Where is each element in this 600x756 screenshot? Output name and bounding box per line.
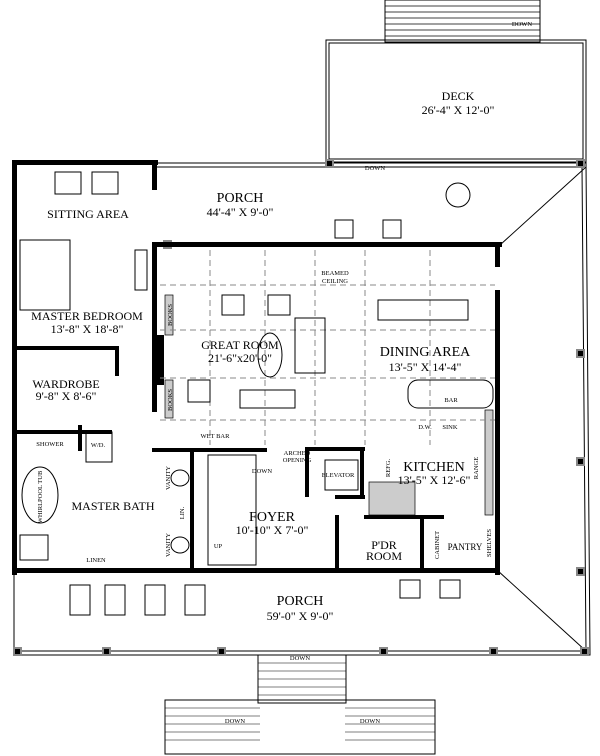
sitting-area-name: SITTING AREA: [47, 207, 129, 221]
whirlpool-tub-label: WHIRLPOOL TUB: [37, 470, 44, 523]
foyer-size: 10'-10" X 7'-0": [236, 523, 309, 537]
master-bedroom-name: MASTER BEDROOM: [31, 309, 143, 323]
bar-label: BAR: [444, 397, 458, 404]
front-porch-down-label: DOWN: [290, 655, 311, 662]
sink-label: SINK: [442, 424, 457, 431]
stairs-down-right-label: DOWN: [360, 718, 381, 725]
wardrobe-name: WARDROBE: [32, 377, 99, 391]
wardrobe-size: 9'-8" X 8'-6": [36, 389, 97, 403]
porch-rear-name: PORCH: [217, 191, 264, 206]
linen-label: LINEN: [86, 557, 106, 564]
master-bath-name: MASTER BATH: [71, 499, 154, 513]
shower-label: SHOWER: [36, 441, 64, 448]
foyer-stairs-down-label: DOWN: [252, 468, 273, 475]
range-label: RANGE: [473, 457, 480, 479]
ceiling-label: CEILING: [322, 278, 348, 285]
washer-dryer-label: W/D.: [91, 442, 106, 449]
vanity-label-bottom: VANITY: [165, 533, 172, 557]
fixture-labels: BEAMED CEILING BOOKS BOOKS WET BAR ARCHE…: [36, 270, 493, 564]
pdr-room-name-2: ROOM: [366, 549, 402, 563]
great-room-size: 21'-6"x20'-0": [208, 351, 272, 365]
opening-label: OPENING: [283, 457, 312, 464]
refrigerator-label: REFG.: [385, 459, 392, 478]
cabinet-label: CABINET: [434, 531, 441, 559]
room-labels: PORCH 44'-4" X 9'-0" SITTING AREA MASTER…: [31, 191, 483, 623]
vanity-label-top: VANITY: [165, 466, 172, 490]
porch-rear-size: 44'-4" X 9'-0": [207, 205, 274, 219]
great-room-name: GREAT ROOM: [201, 338, 279, 352]
dining-area-name: DINING AREA: [380, 345, 471, 360]
wet-bar-label: WET BAR: [201, 433, 231, 440]
pantry-name: PANTRY: [448, 542, 483, 552]
beamed-ceiling-lines: [160, 250, 495, 445]
deck: DOWN DECK 26'-4" X 12'-0" DOWN: [325, 0, 587, 208]
deck-size: 26'-4" X 12'-0": [422, 103, 495, 117]
beamed-label: BEAMED: [321, 270, 349, 277]
dishwasher-label: D.W.: [418, 424, 432, 431]
porch-front-size: 59'-0" X 9'-0": [267, 609, 334, 623]
kitchen-size: 13'-5" X 12'-6": [398, 473, 471, 487]
books-label-bottom: BOOKS: [167, 389, 174, 411]
kitchen-name: KITCHEN: [403, 460, 464, 475]
books-label-top: BOOKS: [167, 304, 174, 326]
lin-label: LIN.: [179, 506, 186, 519]
foyer-name: FOYER: [249, 510, 296, 525]
master-bedroom-size: 13'-8" X 18'-8": [51, 322, 124, 336]
elevator-label: ELEVATOR: [322, 472, 355, 479]
porch-outlines: [13, 159, 591, 656]
exterior-walls: [12, 160, 502, 575]
interior-walls: [17, 294, 494, 570]
deck-name: DECK: [442, 89, 475, 103]
deck-stairs-down-label: DOWN: [512, 21, 533, 28]
stairs-up-label: UP: [214, 543, 223, 550]
shelves-label: SHELVES: [486, 529, 493, 557]
pdr-room-name: P'DR: [371, 538, 397, 552]
arched-label: ARCHED: [284, 450, 311, 457]
deck-down-label: DOWN: [365, 165, 386, 172]
dining-area-size: 13'-5" X 14'-4": [389, 360, 462, 374]
front-stairs: DOWN DOWN DOWN: [164, 654, 436, 755]
porch-front-name: PORCH: [277, 594, 324, 609]
deck-stairs: [385, 5, 540, 37]
stairs-down-left-label: DOWN: [225, 718, 246, 725]
furniture: [19, 171, 494, 616]
